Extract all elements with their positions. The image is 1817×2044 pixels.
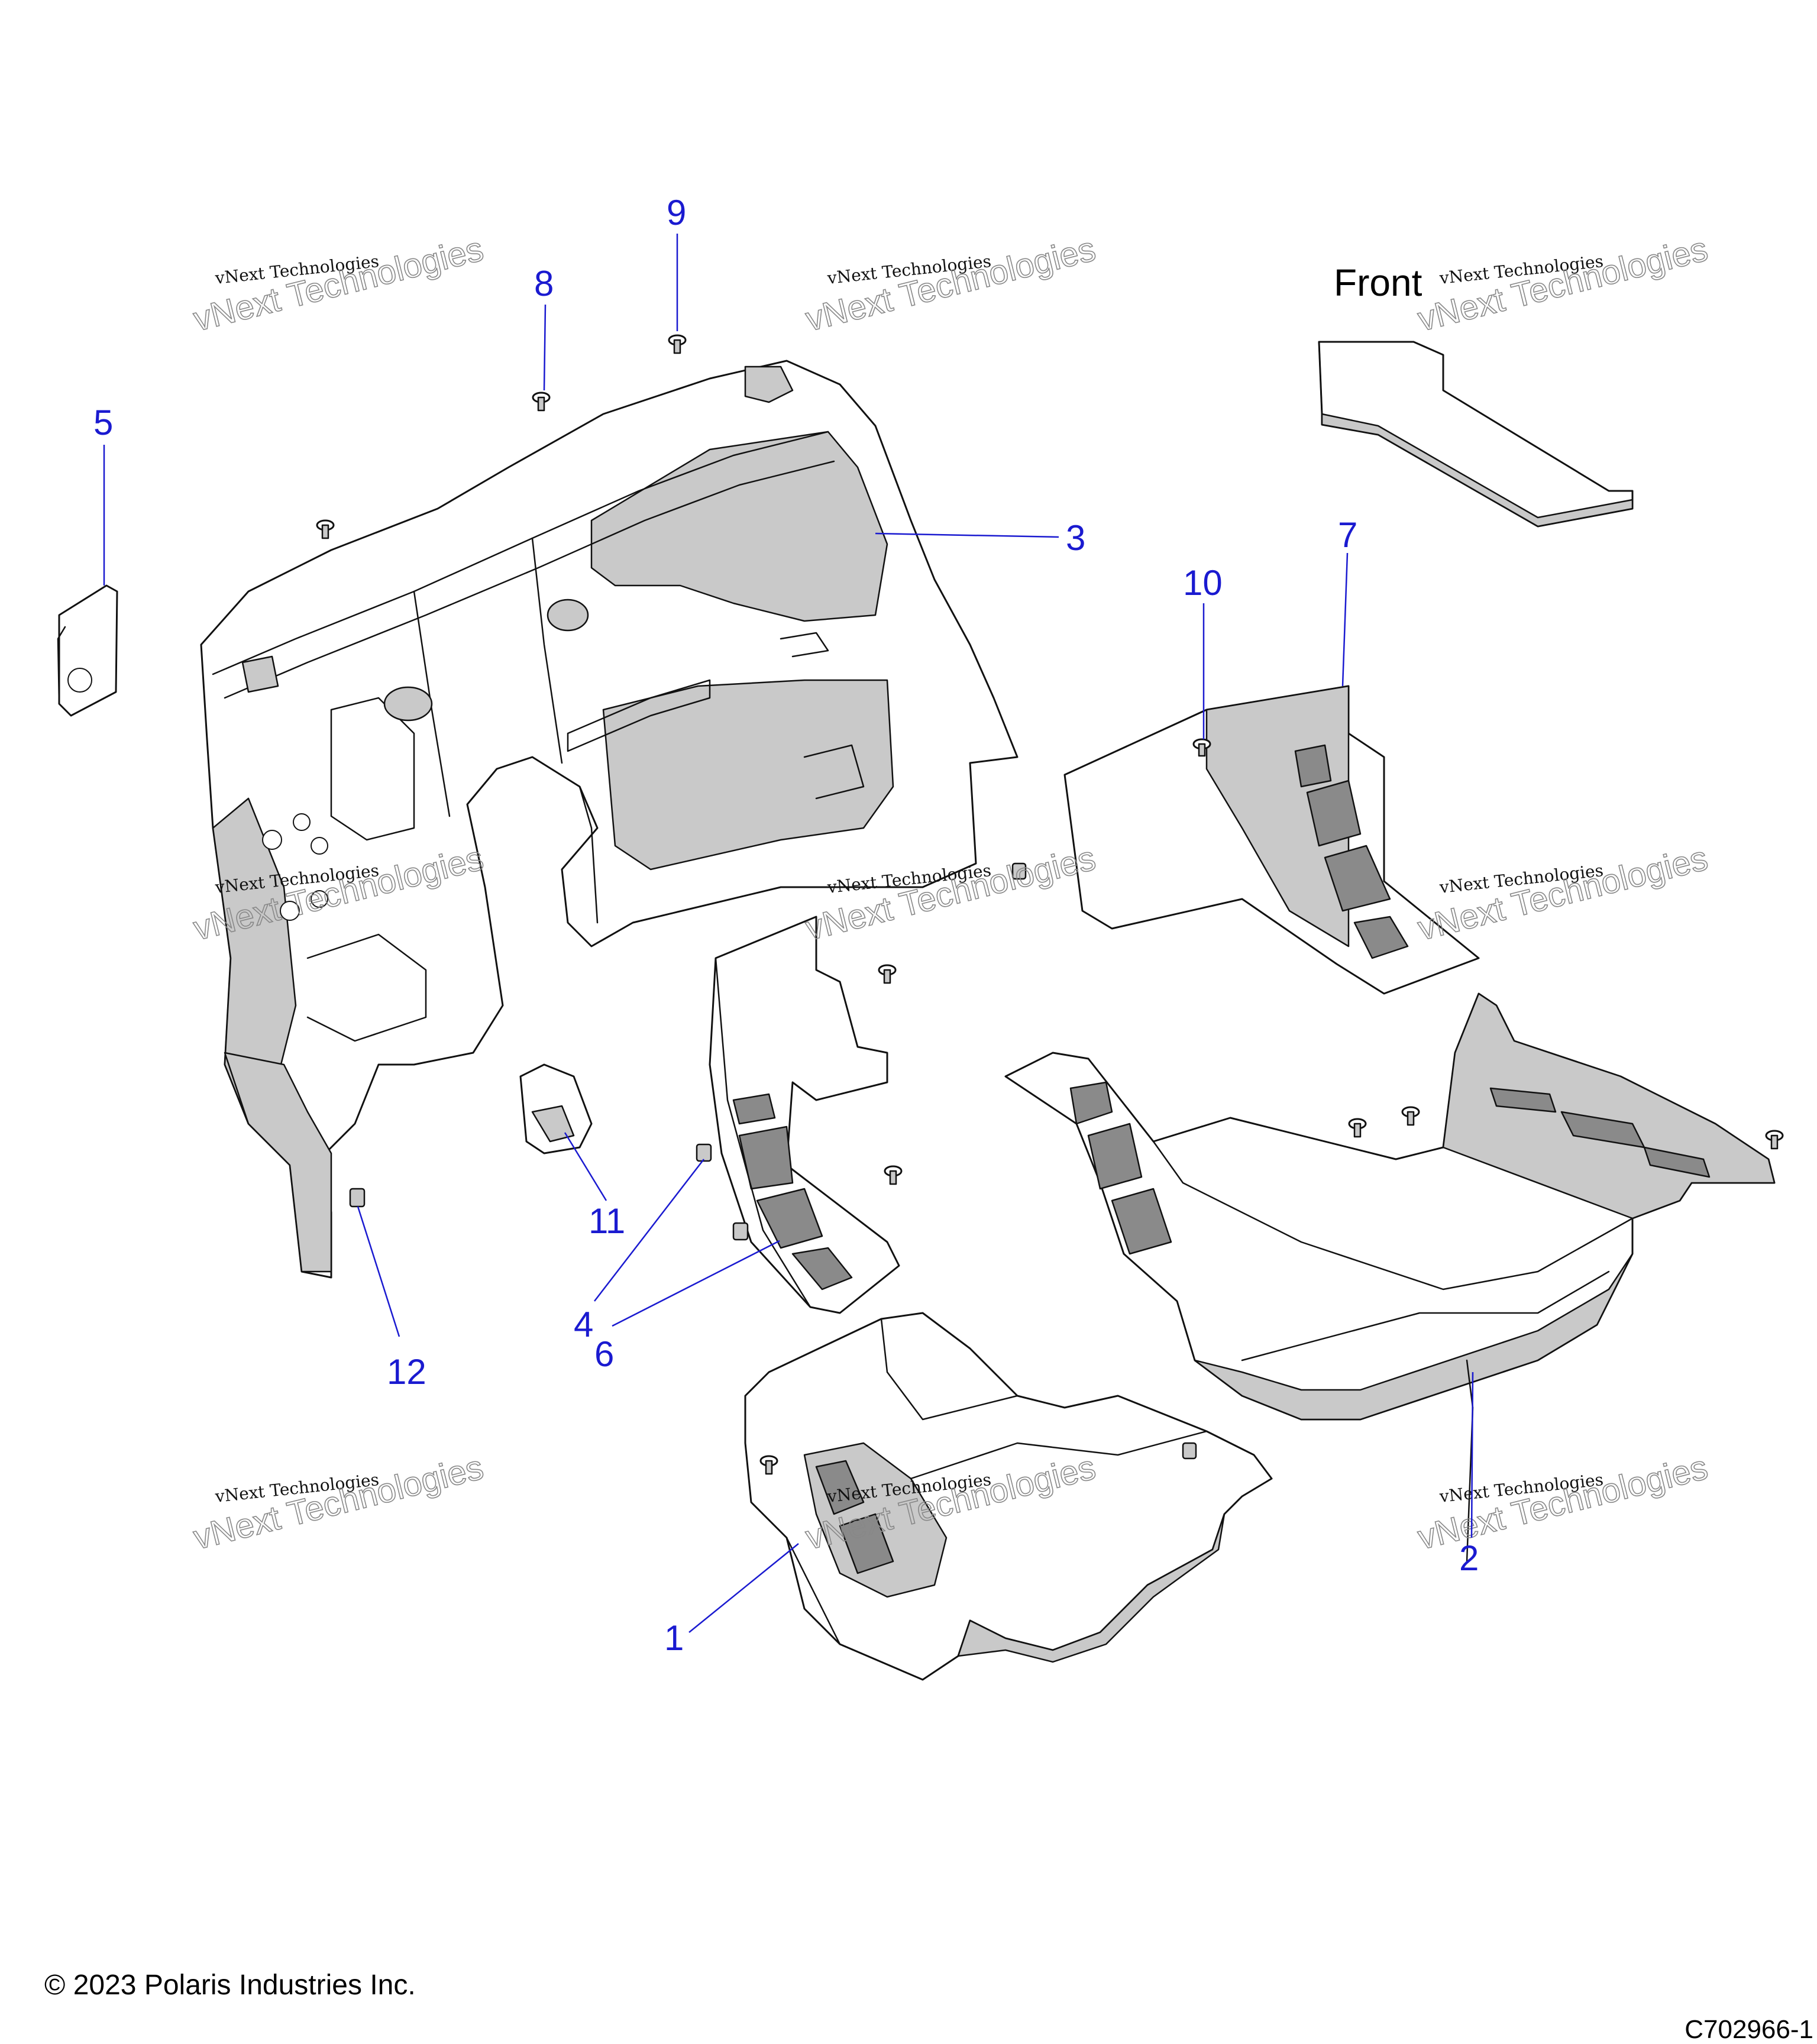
bolt-8-icon <box>532 392 551 412</box>
callout-9: 9 <box>667 193 686 232</box>
leader-1 <box>688 1543 799 1633</box>
clip-icon <box>1182 1442 1197 1460</box>
part-4-clip <box>696 1143 749 1241</box>
watermark-3: vNext Technologies vNext Technologies <box>1414 229 1712 339</box>
leader-4 <box>594 1159 704 1302</box>
part-11-bracket <box>519 1063 593 1154</box>
leader-3 <box>875 532 1059 538</box>
callout-12: 12 <box>387 1352 426 1392</box>
figure-code: C702966-1 <box>1685 2015 1813 2044</box>
part-2-floor-pan <box>1004 992 1776 1563</box>
leader-6 <box>612 1240 780 1327</box>
leader-7 <box>1341 552 1349 687</box>
part-7-side-panel <box>1063 685 1480 995</box>
bolt-icon <box>1765 1130 1784 1150</box>
callout-1: 1 <box>664 1618 684 1658</box>
bolt-icon <box>1401 1106 1420 1126</box>
leader-lines <box>103 234 1474 1633</box>
watermark-1: vNext Technologies vNext Technologies <box>189 229 487 339</box>
part-6-side-panel <box>709 916 900 1314</box>
watermark-9: vNext Technologies vNext Technologies <box>1414 1447 1712 1557</box>
bolt-10-icon <box>1192 738 1211 757</box>
part-1-floor-pan <box>744 1312 1273 1681</box>
bolt-icon <box>316 519 335 539</box>
bolt-icon <box>1348 1118 1367 1138</box>
watermark-2: vNext Technologies vNext Technologies <box>801 229 1100 339</box>
bolt-icon <box>878 964 897 984</box>
watermark-7: vNext Technologies vNext Technologies <box>189 1447 487 1557</box>
fasteners <box>316 334 1784 1475</box>
leader-11 <box>564 1132 607 1201</box>
leader-2 <box>1470 1372 1474 1538</box>
callout-2: 2 <box>1459 1538 1479 1578</box>
callout-11: 11 <box>589 1201 625 1241</box>
leader-8 <box>543 304 547 391</box>
copyright-text: © 2023 Polaris Industries Inc. <box>44 1969 416 2001</box>
callout-10: 10 <box>1183 563 1223 603</box>
bolt-9-icon <box>668 334 687 354</box>
callout-3: 3 <box>1066 518 1085 558</box>
front-arrow: Front <box>1318 261 1634 528</box>
bolt-icon <box>884 1165 903 1185</box>
part-5-cover-plate <box>57 584 118 717</box>
callout-4: 4 <box>574 1305 593 1344</box>
part-12-clip <box>349 1188 366 1208</box>
clip-icon <box>1011 862 1027 880</box>
front-label: Front <box>1334 261 1422 304</box>
bolt-icon <box>759 1455 778 1475</box>
callout-7: 7 <box>1338 515 1357 555</box>
callout-8: 8 <box>534 264 554 303</box>
part-3-bulkhead <box>200 360 1019 1279</box>
callout-6: 6 <box>594 1334 614 1374</box>
leader-12 <box>357 1206 400 1337</box>
watermark-6: vNext Technologies vNext Technologies <box>1414 838 1712 948</box>
callouts: 1 2 3 4 5 6 7 8 9 10 11 12 <box>93 193 1479 1658</box>
callout-5: 5 <box>93 403 113 442</box>
